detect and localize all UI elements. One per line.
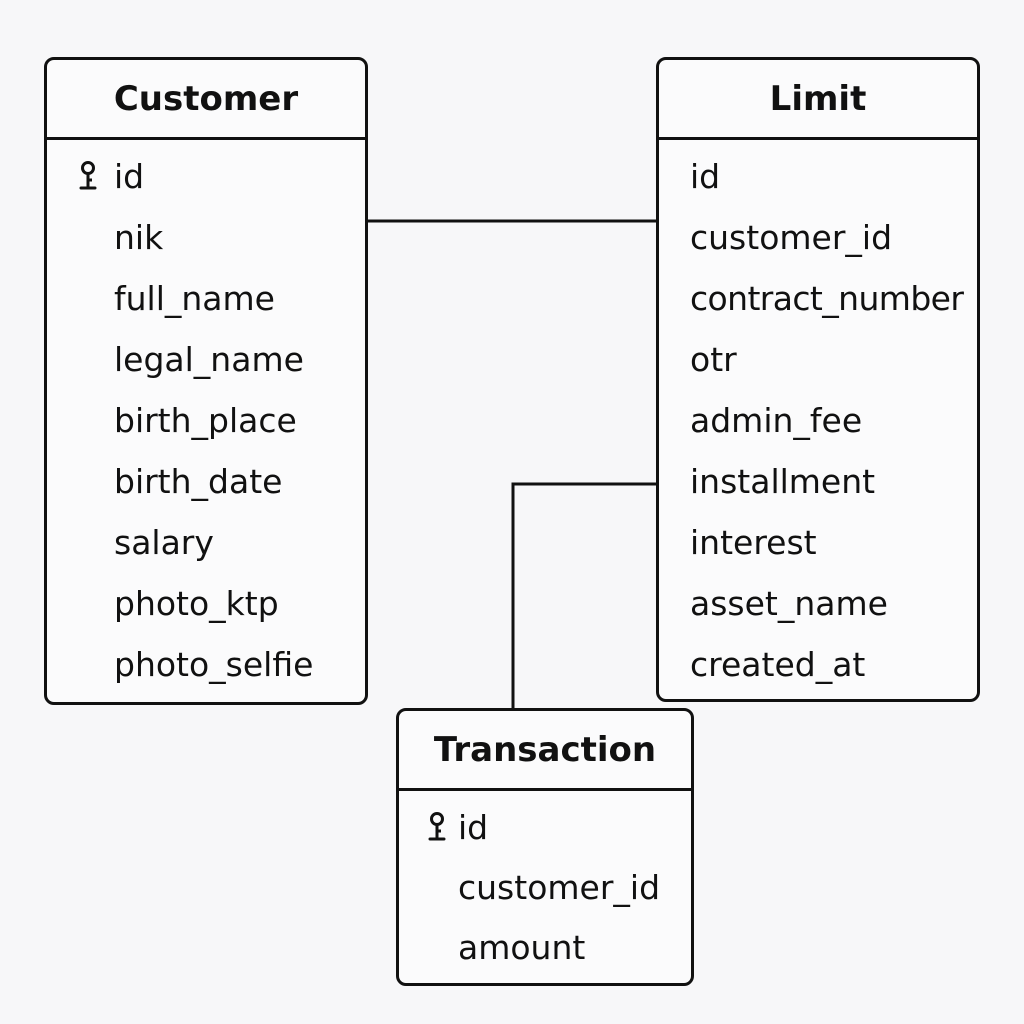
field-name: nik <box>114 218 164 257</box>
field-name: created_at <box>690 645 866 684</box>
field-name: birth_place <box>114 401 297 440</box>
field-name: id <box>458 808 489 847</box>
field-row[interactable]: id <box>659 146 977 207</box>
entity-title: Transaction <box>399 711 691 791</box>
relationship-limit-transaction <box>511 482 656 708</box>
field-row[interactable]: salary <box>47 512 365 573</box>
entity-fields: id customer_id contract_number otr admin… <box>659 140 977 695</box>
field-row[interactable]: id <box>47 146 365 207</box>
field-row[interactable]: id <box>399 798 691 858</box>
field-row[interactable]: legal_name <box>47 329 365 390</box>
field-row[interactable]: contract_number <box>659 268 977 329</box>
field-name: asset_name <box>690 584 888 623</box>
entity-title: Customer <box>47 60 365 140</box>
field-row[interactable]: full_name <box>47 268 365 329</box>
field-row[interactable]: customer_id <box>659 207 977 268</box>
field-name: full_name <box>114 279 275 318</box>
field-row[interactable]: asset_name <box>659 573 977 634</box>
field-row[interactable]: amount <box>399 918 691 978</box>
entity-customer[interactable]: Customer id nik full_name legal_name <box>44 57 368 705</box>
entity-limit[interactable]: Limit id customer_id contract_number otr… <box>656 57 980 702</box>
field-row[interactable]: birth_date <box>47 451 365 512</box>
key-icon <box>428 812 446 841</box>
field-name: photo_selfie <box>114 645 314 684</box>
key-icon <box>79 161 97 190</box>
field-name: id <box>690 157 721 196</box>
entity-fields: id customer_id amount <box>399 791 691 978</box>
field-name: admin_fee <box>690 401 863 440</box>
field-name: photo_ktp <box>114 584 279 623</box>
field-name: installment <box>690 462 876 501</box>
field-name: amount <box>458 928 586 967</box>
field-name: salary <box>114 523 214 562</box>
field-row[interactable]: created_at <box>659 634 977 695</box>
field-row[interactable]: otr <box>659 329 977 390</box>
field-row[interactable]: interest <box>659 512 977 573</box>
field-row[interactable]: photo_ktp <box>47 573 365 634</box>
field-name: legal_name <box>114 340 304 379</box>
field-name: otr <box>690 340 737 379</box>
entity-transaction[interactable]: Transaction id customer_id amount <box>396 708 694 986</box>
field-name: interest <box>690 523 817 562</box>
field-row[interactable]: installment <box>659 451 977 512</box>
field-row[interactable]: birth_place <box>47 390 365 451</box>
field-name: customer_id <box>458 868 661 907</box>
field-row[interactable]: photo_selfie <box>47 634 365 695</box>
field-name: customer_id <box>690 218 893 257</box>
field-row[interactable]: admin_fee <box>659 390 977 451</box>
field-row[interactable]: customer_id <box>399 858 691 918</box>
field-name: contract_number <box>690 279 964 318</box>
field-row[interactable]: nik <box>47 207 365 268</box>
entity-title: Limit <box>659 60 977 140</box>
entity-fields: id nik full_name legal_name birth_place … <box>47 140 365 695</box>
field-name: id <box>114 157 145 196</box>
field-name: birth_date <box>114 462 283 501</box>
